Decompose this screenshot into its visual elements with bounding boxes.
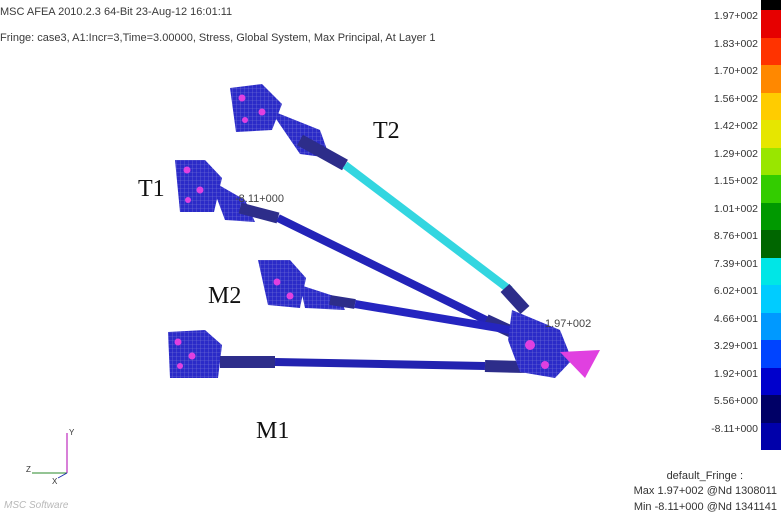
legend-swatch	[761, 65, 781, 93]
legend-value: 1.29+002	[713, 147, 758, 160]
legend-swatch	[761, 257, 781, 285]
member-label-t2: T2	[373, 118, 400, 144]
axis-x-label: X	[52, 477, 58, 485]
legend-value: 5.56+000	[713, 395, 758, 407]
legend-swatch	[761, 230, 781, 258]
fringe-name: default_Fringe :	[666, 470, 743, 482]
legend-value: 8.76+001	[713, 230, 758, 242]
legend-swatch	[761, 285, 781, 313]
legend-value: -8.11+000	[711, 422, 758, 435]
member-t1[interactable]	[175, 160, 528, 344]
legend-value: 1.97+002	[713, 10, 758, 22]
legend-value: 1.56+002	[713, 92, 758, 105]
legend-swatch	[761, 37, 781, 65]
legend-swatch	[761, 120, 781, 148]
min-value-label: Min -8.11+000 @Nd 1341141	[633, 501, 777, 513]
member-m1[interactable]	[168, 330, 526, 378]
legend-color-bar	[761, 0, 781, 450]
legend-swatch	[761, 340, 781, 368]
legend-value: 1.42+002	[713, 120, 758, 132]
legend-value: 1.15+002	[713, 175, 758, 187]
legend-value: 1.70+002	[713, 65, 758, 77]
legend-swatch	[761, 312, 781, 340]
legend-swatch	[761, 10, 781, 38]
result-title: MSC AFEA 2010.2.3 64-Bit 23-Aug-12 16:01…	[0, 6, 233, 18]
bolt-markers	[174, 94, 294, 369]
legend-swatch	[761, 92, 781, 120]
member-label-m2: M2	[208, 283, 242, 309]
max-value-label: Max 1.97+002 @Nd 1308011	[633, 485, 777, 497]
axis-y-label: Y	[69, 428, 75, 437]
legend-value: 4.66+001	[713, 312, 758, 325]
legend-swatch	[761, 175, 781, 203]
legend-swatch	[761, 0, 781, 10]
legend-swatch	[761, 147, 781, 175]
legend-swatch	[761, 367, 781, 395]
msc-logo: MSC Software	[4, 500, 69, 511]
legend-swatch	[761, 422, 781, 450]
legend-value: 7.39+001	[713, 257, 758, 270]
min-node-label: -8.11+000	[235, 193, 285, 205]
fringe-legend: 1.97+002 1.83+002 1.70+002 1.56+002 1.42+002…	[700, 0, 781, 490]
axis-z-label: Z	[26, 465, 31, 474]
max-node-label: 1.97+002	[545, 318, 592, 330]
legend-value: 6.02+001	[713, 285, 758, 297]
legend-swatch	[761, 395, 781, 423]
member-m2[interactable]	[258, 260, 511, 334]
joint-cluster[interactable]	[508, 310, 600, 378]
legend-value: 1.92+001	[713, 367, 758, 380]
fe-model-viewport[interactable]	[0, 60, 720, 520]
fringe-description: Fringe: case3, A1:Incr=3,Time=3.00000, S…	[0, 32, 436, 44]
member-label-t1: T1	[138, 176, 165, 202]
legend-swatch	[761, 202, 781, 230]
legend-value: 3.29+001	[713, 340, 758, 352]
legend-value: 1.01+002	[713, 202, 758, 215]
legend-value: 1.83+002	[713, 37, 758, 50]
axis-triad: Y Z X	[26, 428, 75, 485]
member-label-m1: M1	[256, 418, 290, 444]
